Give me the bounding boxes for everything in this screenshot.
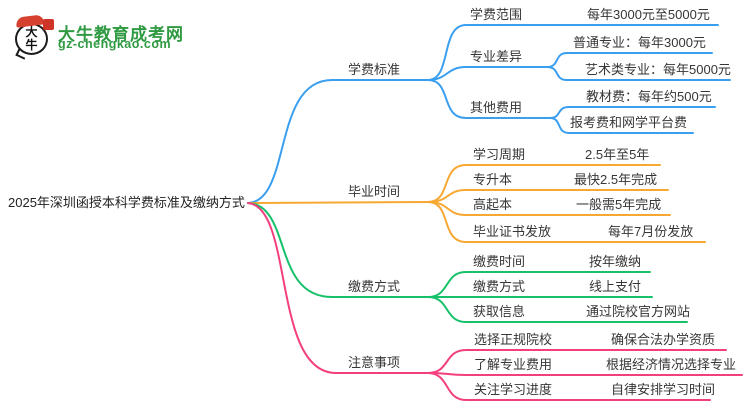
sub-node-payment-time: 缴费时间 — [473, 254, 526, 269]
sub-node-major-difference: 专业差异 — [470, 49, 523, 64]
sub-node-diploma-issue: 毕业证书发放 — [473, 224, 552, 239]
branch-node-notes: 注意事项 — [348, 355, 401, 370]
connector-line — [427, 201, 706, 243]
leaf-node-track-progress-value: 自律安排学习时间 — [611, 382, 716, 397]
sub-node-study-cycle: 学习周期 — [473, 147, 526, 162]
connector-line — [427, 372, 743, 376]
sub-node-know-fees: 了解专业费用 — [474, 357, 553, 372]
sub-node-gaoqiben: 高起本 — [473, 197, 513, 212]
leaf-node-study-cycle-value: 2.5年至5年 — [585, 147, 650, 162]
connector-line — [427, 296, 688, 323]
connector-line — [427, 24, 719, 81]
root-node: 2025年深圳函授本科学费标准及缴纳方式 — [8, 195, 245, 210]
leaf-node-normal-major: 普通专业：每年3000元 — [573, 35, 706, 50]
sub-node-other-fees: 其他费用 — [470, 100, 523, 115]
branch-node-graduation-time: 毕业时间 — [348, 184, 401, 199]
leaf-node-gaoqiben-value: 一般需5年完成 — [576, 197, 662, 212]
branch-lines-graduation-time — [247, 164, 706, 243]
site-name: 大牛教育成考网 — [58, 25, 184, 44]
connector-line — [247, 79, 429, 204]
branch-node-payment-method: 缴费方式 — [348, 279, 401, 294]
sub-node-fee-range: 学费范围 — [470, 7, 523, 22]
leaf-node-fee-range-value: 每年3000元至5000元 — [587, 7, 710, 22]
connector-line — [427, 372, 711, 401]
leaf-node-diploma-issue-value: 每年7月份发放 — [608, 224, 694, 239]
connector-line — [247, 201, 429, 204]
connector-line — [427, 66, 548, 81]
branch-lines-tuition-standard — [247, 24, 731, 204]
logo-char-bottom: 牛 — [25, 38, 38, 52]
sub-node-get-info: 获取信息 — [473, 304, 526, 319]
logo-char-top: 大 — [25, 25, 38, 39]
leaf-node-exam-platform-fee: 报考费和网学平台费 — [570, 115, 688, 130]
connector-line — [247, 202, 429, 298]
leaf-node-payment-time-value: 按年缴纳 — [589, 254, 642, 269]
connector-line — [427, 79, 551, 119]
sub-node-zhuanshengben: 专升本 — [473, 172, 513, 187]
leaf-node-art-major: 艺术类专业：每年5000元 — [585, 62, 731, 77]
connector-line — [549, 117, 694, 134]
sub-node-track-progress: 关注学习进度 — [474, 382, 553, 397]
leaf-node-zhuanshengben-value: 最快2.5年完成 — [574, 172, 658, 187]
leaf-node-textbook-fee: 教材费：每年约500元 — [586, 89, 712, 104]
site-logo: 大 牛 大牛教育成考网 gz-chengkao.com — [0, 0, 230, 60]
connector-line — [546, 66, 731, 81]
branch-node-tuition-standard: 学费标准 — [348, 62, 401, 77]
branch-lines-notes — [247, 202, 743, 401]
logo-seal-icon — [43, 19, 54, 30]
leaf-node-get-info-value: 通过院校官方网站 — [586, 304, 691, 319]
branch-lines-payment-method — [247, 202, 688, 323]
site-url: gz-chengkao.com — [58, 37, 172, 51]
leaf-node-payment-way-value: 线上支付 — [589, 279, 642, 294]
connector-line — [247, 202, 429, 374]
leaf-node-choose-school-value: 确保合法办学资质 — [611, 332, 716, 347]
sub-node-choose-school: 选择正规院校 — [474, 332, 553, 347]
sub-node-payment-way: 缴费方式 — [473, 279, 526, 294]
leaf-node-know-fees-value: 根据经济情况选择专业 — [606, 357, 737, 372]
